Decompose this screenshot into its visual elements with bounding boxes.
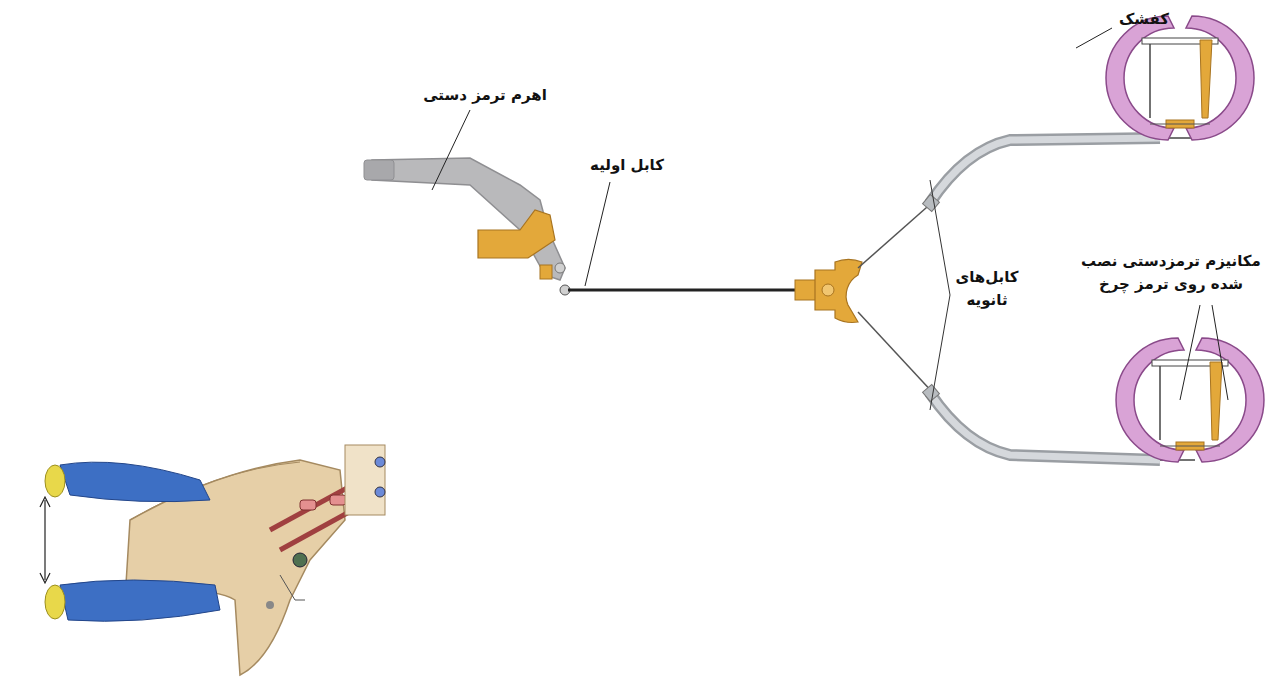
primary-cable [568,289,798,292]
part-label: کابل‌های ثانویه [952,266,1022,311]
bracket [930,180,950,410]
leader-lines [432,28,1228,400]
part-label: کابل اولیه [582,154,672,177]
equalizer [795,260,862,323]
secondary-cables [858,138,1195,460]
part-label: اهرم ترمز دستی [420,84,550,107]
hand-brake-lever [364,158,570,295]
part-label: کفشک [1114,8,1174,31]
wheel-brakes [1106,16,1264,462]
part-label: مکانیزم ترمزدستی نصب شده روی ترمز چرخ [1076,250,1266,295]
hand-brake-assembly [40,445,385,675]
